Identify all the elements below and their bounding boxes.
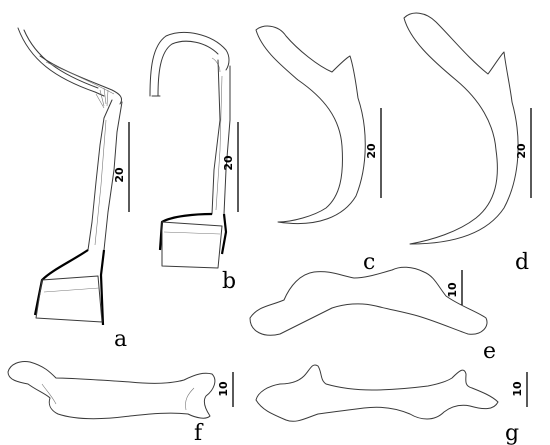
scale-label-g: 10 — [511, 381, 524, 397]
panel-label-d: d — [515, 250, 529, 275]
panel-b-drawing — [149, 32, 231, 269]
panel-c-drawing — [255, 25, 366, 225]
scale-label-b: 20 — [222, 155, 235, 171]
scale-label-c: 20 — [365, 143, 378, 159]
scale-label-e: 10 — [446, 282, 459, 298]
panel-label-e: e — [483, 339, 496, 364]
panel-label-c: c — [363, 250, 375, 275]
scale-label-f: 10 — [217, 381, 230, 397]
scale-label-a: 20 — [113, 167, 126, 183]
panel-d-drawing — [403, 12, 519, 245]
panel-label-g: g — [505, 421, 519, 445]
panel-label-b: b — [222, 269, 236, 294]
panel-label-f: f — [194, 421, 204, 445]
panel-f-drawing — [7, 361, 216, 420]
panel-g-drawing — [255, 364, 499, 422]
panel-label-a: a — [114, 327, 127, 352]
panel-e-drawing — [249, 266, 488, 336]
panel-a-drawing — [17, 27, 123, 326]
scale-label-d: 20 — [515, 143, 528, 159]
